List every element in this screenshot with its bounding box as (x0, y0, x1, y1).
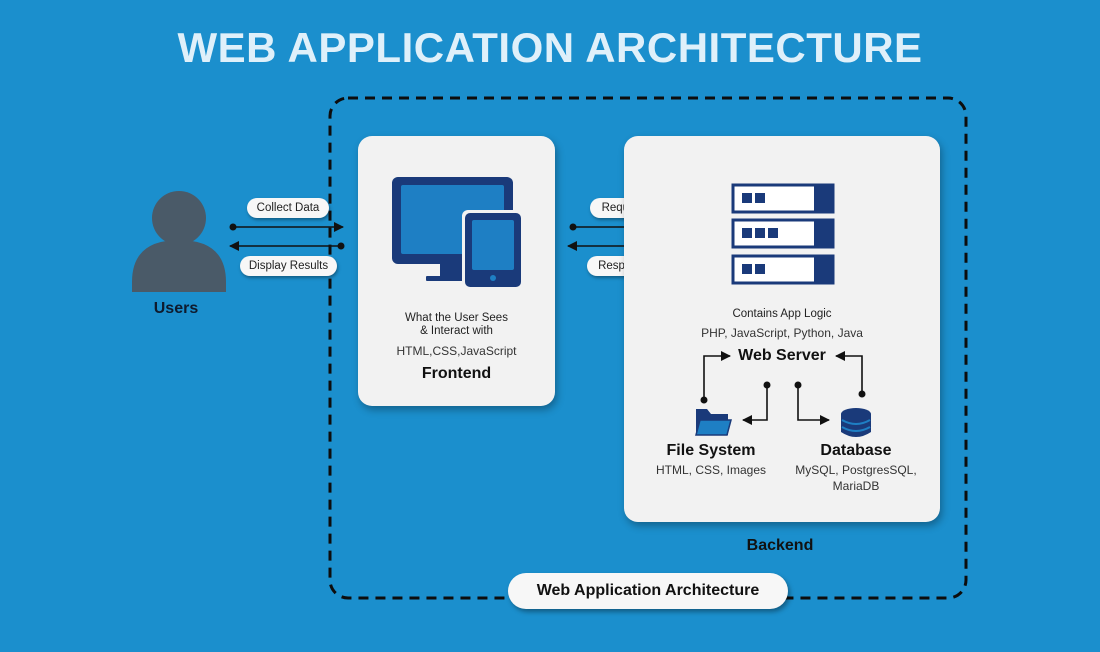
collect-data-arrow (229, 222, 344, 232)
backend-tech: PHP, JavaScript, Python, Java (701, 326, 863, 340)
user-icon (132, 191, 226, 292)
folder-icon (695, 409, 732, 436)
webserver-to-filesystem-arrow (700, 351, 731, 404)
frontend-desc-line2: & Interact with (420, 325, 493, 337)
frontend-tech: HTML,CSS,JavaScript (396, 344, 517, 358)
collect-data-label: Collect Data (247, 198, 329, 218)
display-results-label: Display Results (240, 256, 337, 276)
backend-label: Backend (746, 537, 814, 554)
web-server-label: Web Server (738, 347, 826, 364)
page-title: WEB APPLICATION ARCHITECTURE (177, 24, 923, 71)
backend-graphics (695, 183, 871, 437)
file-system-label: File System (666, 442, 756, 459)
frontend-label: Frontend (421, 365, 492, 382)
database-detail-line1: MySQL, PostgresSQL, (795, 463, 917, 477)
backend-card: Contains App Logic PHP, JavaScript, Pyth… (624, 136, 940, 522)
file-system-detail: HTML, CSS, Images (655, 463, 767, 477)
display-results-arrow (229, 241, 345, 251)
backend-desc: Contains App Logic (732, 308, 832, 320)
database-label: Database (820, 442, 892, 459)
frontend-desc-line1: What the User Sees (405, 312, 508, 324)
frontend-card: What the User Sees & Interact with HTML,… (358, 136, 555, 406)
database-icon (841, 408, 871, 437)
devices-icon (392, 177, 524, 290)
webserver-to-database-arrow (794, 381, 830, 425)
users-label: Users (153, 300, 199, 317)
server-icon (731, 183, 835, 285)
filesystem-to-webserver-arrow (742, 381, 771, 425)
footer-label: Web Application Architecture (508, 573, 788, 609)
database-detail-line2: MariaDB (832, 479, 880, 493)
database-to-webserver-arrow (835, 351, 866, 398)
